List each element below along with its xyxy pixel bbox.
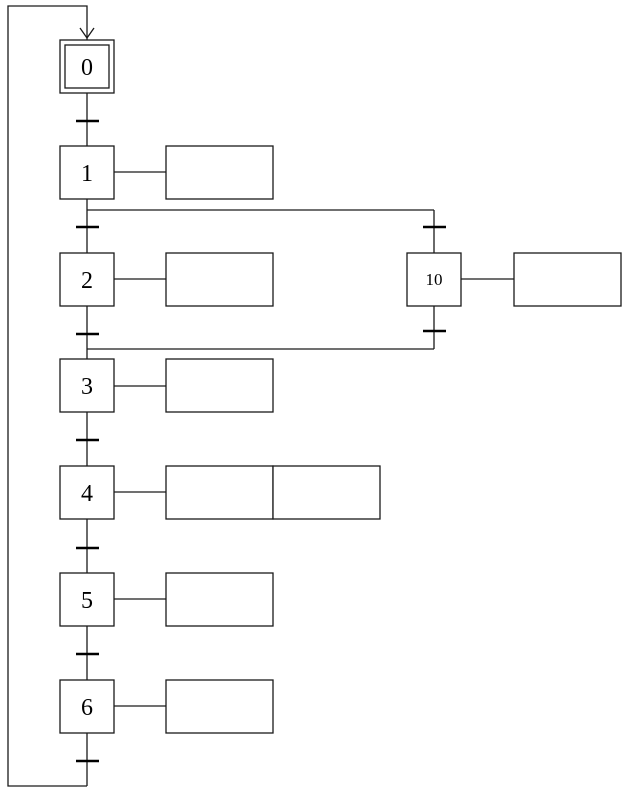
action-box-4b	[272, 465, 381, 520]
step-0-label: 0	[81, 55, 93, 81]
step-5-box	[59, 572, 115, 627]
step-1: 1	[59, 145, 274, 200]
step-2-box	[59, 252, 115, 307]
step-3: 3	[59, 358, 274, 413]
step-0-inner-box	[64, 44, 110, 89]
step-4-box	[59, 465, 115, 520]
step-2-label: 2	[81, 268, 93, 294]
step-6-box	[59, 679, 115, 734]
action-box-6	[165, 679, 274, 734]
action-box-10	[513, 252, 622, 307]
action-box-2	[165, 252, 274, 307]
step-4-label: 4	[81, 481, 93, 507]
step-1-label: 1	[81, 161, 93, 187]
loop-back-line	[7, 5, 88, 787]
step-4: 4	[59, 465, 381, 520]
action-box-1	[165, 145, 274, 200]
step-5-label: 5	[81, 588, 93, 614]
step-3-box	[59, 358, 115, 413]
action-box-5	[165, 572, 274, 627]
step-10: 10	[406, 252, 622, 307]
action-box-4a	[165, 465, 274, 520]
step-0: 0	[59, 39, 115, 94]
step-2: 2	[59, 252, 274, 307]
step-10-label: 10	[426, 270, 443, 289]
step-5: 5	[59, 572, 274, 627]
step-6-label: 6	[81, 695, 93, 721]
step-6: 6	[59, 679, 274, 734]
action-box-3	[165, 358, 274, 413]
loop-arrow-head-icon	[79, 27, 95, 40]
step-1-box	[59, 145, 115, 200]
step-3-label: 3	[81, 374, 93, 400]
